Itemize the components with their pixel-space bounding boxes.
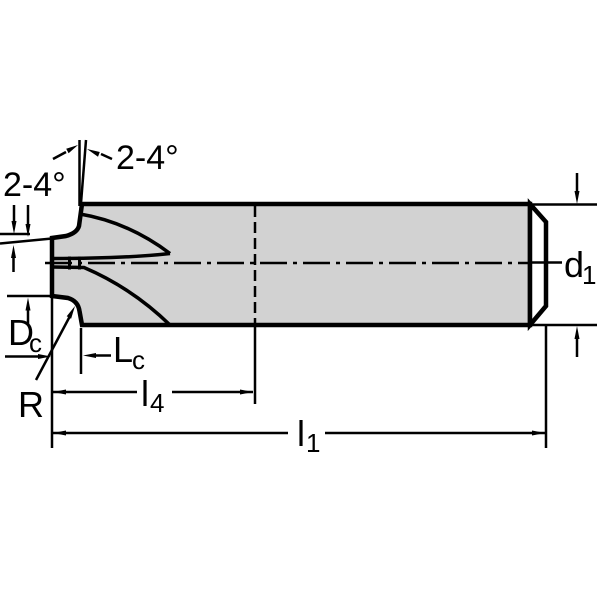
periphery-angle-arrow-down2-head: [25, 224, 31, 237]
l1-label: l: [297, 413, 305, 454]
periphery-angle-arrow-up-head: [11, 245, 16, 258]
flute-top-upper-edge: [79, 212, 172, 255]
l4-label-sub: 4: [150, 388, 164, 418]
drawing-layer: [0, 139, 597, 448]
periphery-angle-label: 2-4°: [3, 166, 66, 204]
face-edge-extension-line: [78, 139, 88, 223]
lc-label: L: [113, 329, 133, 370]
d1-label: d: [564, 244, 584, 285]
face-angle-arrow-right-head: [87, 149, 100, 157]
l4-arrow-left-head: [53, 389, 66, 395]
d1-arrow-top-head: [574, 191, 580, 204]
face-angle-arrow-left-head: [66, 145, 78, 154]
dc-label: D: [8, 312, 34, 353]
flute-top-lower-edge: [52, 251, 171, 261]
tool-body-silhouette: [49, 201, 533, 328]
periphery-angle-arrow-down1-head: [11, 221, 17, 234]
d1-arrow-bottom-head: [574, 326, 580, 339]
radius-label: R: [18, 384, 44, 425]
d1-label-sub: 1: [582, 260, 596, 290]
radius-leader-arrow-head: [66, 306, 75, 319]
shank-end-chamfer-cap: [527, 198, 549, 332]
lc-label-sub: c: [132, 345, 145, 375]
l1-arrow-right-head: [532, 430, 545, 436]
l1-arrow-left-head: [53, 430, 66, 436]
l4-arrow-right-head: [240, 389, 253, 395]
head-edge-extension-line: [0, 237, 53, 245]
dc-arrow-head: [25, 297, 31, 311]
face-angle-arrow-right-stem: [100, 152, 113, 161]
label-layer: 2-4° 2-4° D c L c R l 4 l 1 d 1: [3, 139, 596, 458]
face-angle-arrow-left-stem: [52, 150, 67, 161]
face-angle-label: 2-4°: [116, 139, 179, 177]
lc-arrow-right-head: [83, 353, 96, 358]
l4-label: l: [141, 373, 149, 414]
l1-label-sub: 1: [306, 428, 320, 458]
dc-label-sub: c: [29, 328, 42, 358]
lc-arrow-left-head: [38, 354, 51, 359]
flute-bottom-edge: [52, 265, 172, 327]
